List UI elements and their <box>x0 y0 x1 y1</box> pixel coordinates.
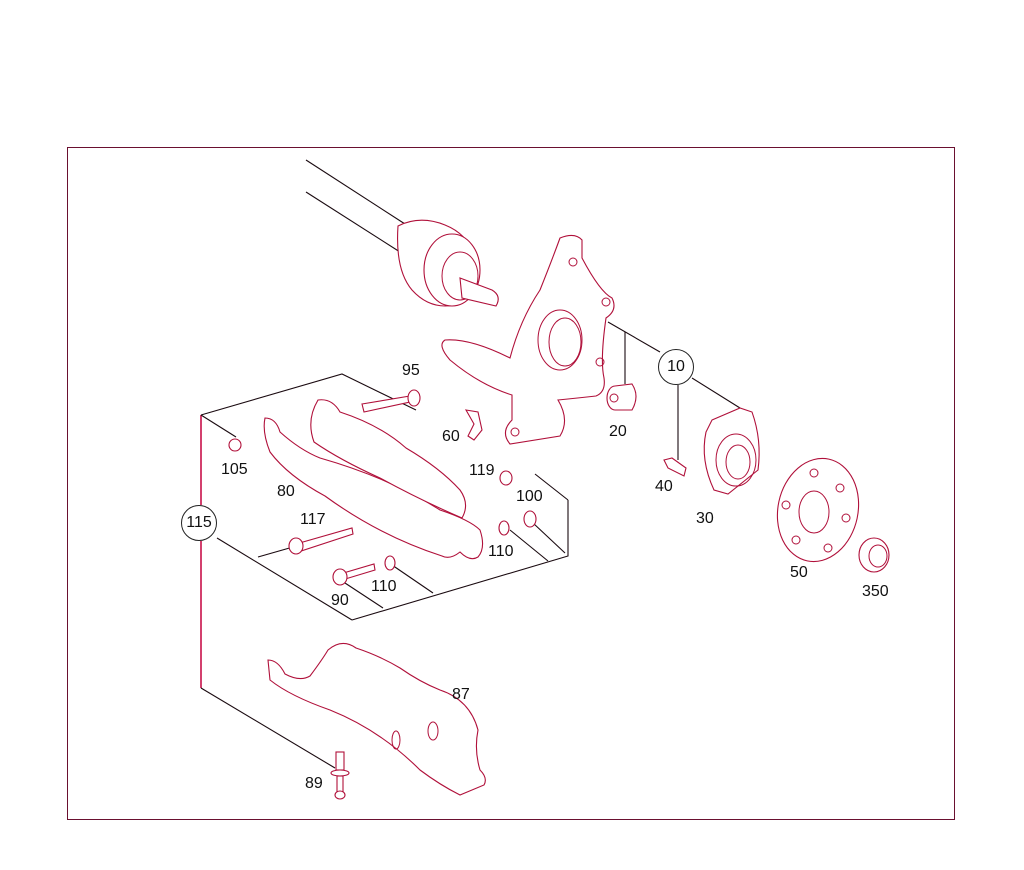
control-arm-icon <box>263 399 484 560</box>
label-30: 30 <box>696 510 714 527</box>
bolt-90-icon <box>332 563 376 586</box>
label-119: 119 <box>469 462 495 479</box>
wheel-hub-icon <box>776 457 860 563</box>
label-87: 87 <box>452 686 470 703</box>
steering-knuckle-icon <box>441 234 615 445</box>
push-rivet-icon <box>330 751 350 800</box>
clip-icon <box>464 409 483 441</box>
diagram-frame <box>67 147 955 820</box>
nut-105-icon <box>228 438 242 452</box>
label-350: 350 <box>862 583 889 600</box>
underbody-panel-icon <box>267 642 486 796</box>
callout-10: 10 <box>658 349 694 385</box>
label-60: 60 <box>442 428 460 445</box>
label-89: 89 <box>305 775 323 792</box>
callout-115: 115 <box>181 505 217 541</box>
label-110-a: 110 <box>488 543 514 560</box>
bolt-117-icon <box>288 527 354 555</box>
label-95: 95 <box>402 362 420 379</box>
washer-110a-icon <box>498 520 510 536</box>
label-40: 40 <box>655 478 673 495</box>
label-50: 50 <box>790 564 808 581</box>
label-100: 100 <box>516 488 543 505</box>
bushing-icon <box>606 383 637 411</box>
washer-110b-icon <box>384 555 396 571</box>
label-117: 117 <box>300 511 326 528</box>
bolt-95-icon <box>361 389 421 413</box>
label-20: 20 <box>609 423 627 440</box>
drive-shaft-icon <box>305 159 499 307</box>
label-90: 90 <box>331 592 349 609</box>
label-110-b: 110 <box>371 578 397 595</box>
kit-box-outline <box>200 373 569 769</box>
wheel-bearing-icon <box>703 407 760 495</box>
label-105: 105 <box>221 461 248 478</box>
washer-119-icon <box>499 470 513 486</box>
collar-nut-icon <box>858 537 890 573</box>
hub-bolt-icon <box>663 457 687 477</box>
bushing-100-icon <box>523 510 537 528</box>
label-80: 80 <box>277 483 295 500</box>
